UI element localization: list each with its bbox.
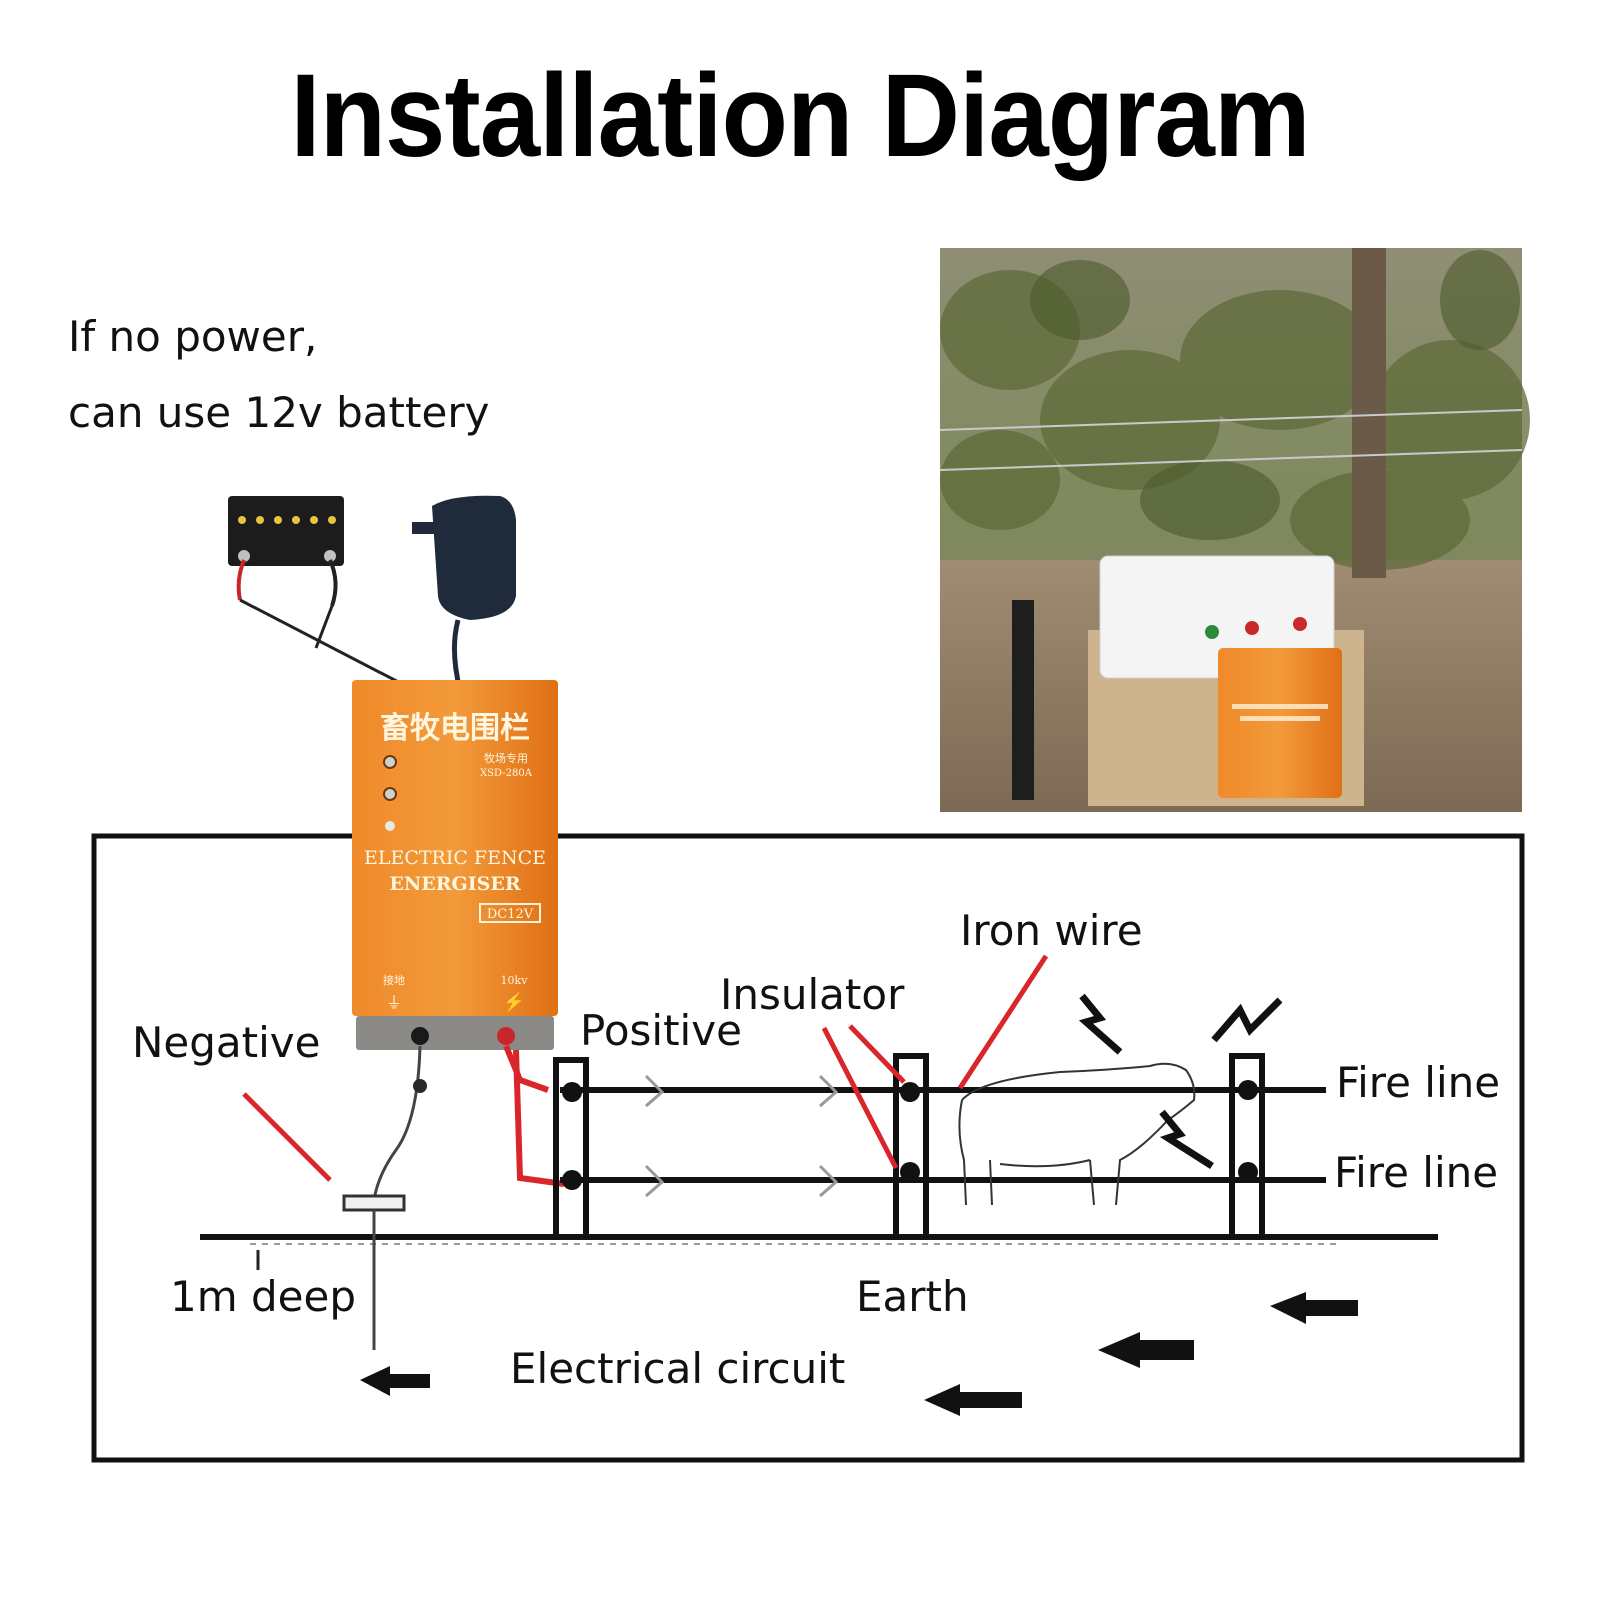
earth-symbol-icon: ⏚ — [386, 993, 402, 1012]
fence-posts — [553, 1053, 1265, 1240]
pointer-lines — [242, 954, 1049, 1182]
installation-photo — [939, 248, 1530, 812]
label-electrical-circuit: Electrical circuit — [510, 1344, 846, 1393]
circuit-arrows — [360, 1292, 1358, 1416]
energiser-chinese-name: 畜牧电围栏 — [380, 711, 530, 746]
energiser-line-2: ENERGISER — [389, 873, 520, 895]
energiser-model: XSD-280A — [480, 768, 533, 779]
label-positive: Positive — [580, 1006, 742, 1055]
shock-marks — [1078, 993, 1283, 1169]
power-note-line-2: can use 12v battery — [68, 388, 490, 437]
battery-12v — [228, 496, 411, 690]
insulators — [562, 1080, 1258, 1190]
power-note-line-1: If no power, — [68, 312, 318, 361]
animal-sketch — [958, 1062, 1196, 1206]
label-negative: Negative — [132, 1018, 321, 1067]
label-fire-line-2: Fire line — [1334, 1148, 1499, 1197]
power-adapter — [412, 495, 516, 691]
label-fire-line-1: Fire line — [1336, 1058, 1501, 1107]
lightning-icon: ⚡ — [503, 991, 525, 1013]
label-insulator: Insulator — [720, 970, 905, 1019]
energiser-unit: 畜牧电围栏 牧场专用 XSD-280A ELECTRIC FENCE ENERG… — [352, 680, 558, 1050]
energiser-sub-label: 牧场专用 — [484, 751, 528, 765]
diagram-frame — [91, 833, 1525, 1463]
page-title: Installation Diagram — [290, 50, 1310, 182]
energiser-line-1: ELECTRIC FENCE — [364, 847, 546, 869]
energiser-output-label: 10kv — [501, 974, 529, 987]
current-direction-chevrons — [644, 1074, 839, 1198]
label-depth: 1m deep — [170, 1272, 356, 1321]
label-earth: Earth — [856, 1272, 969, 1321]
earth-rod — [256, 1045, 427, 1350]
label-iron-wire: Iron wire — [960, 906, 1143, 955]
energiser-voltage-badge: DC12V — [487, 907, 534, 922]
energiser-earth-label: 接地 — [383, 974, 405, 987]
